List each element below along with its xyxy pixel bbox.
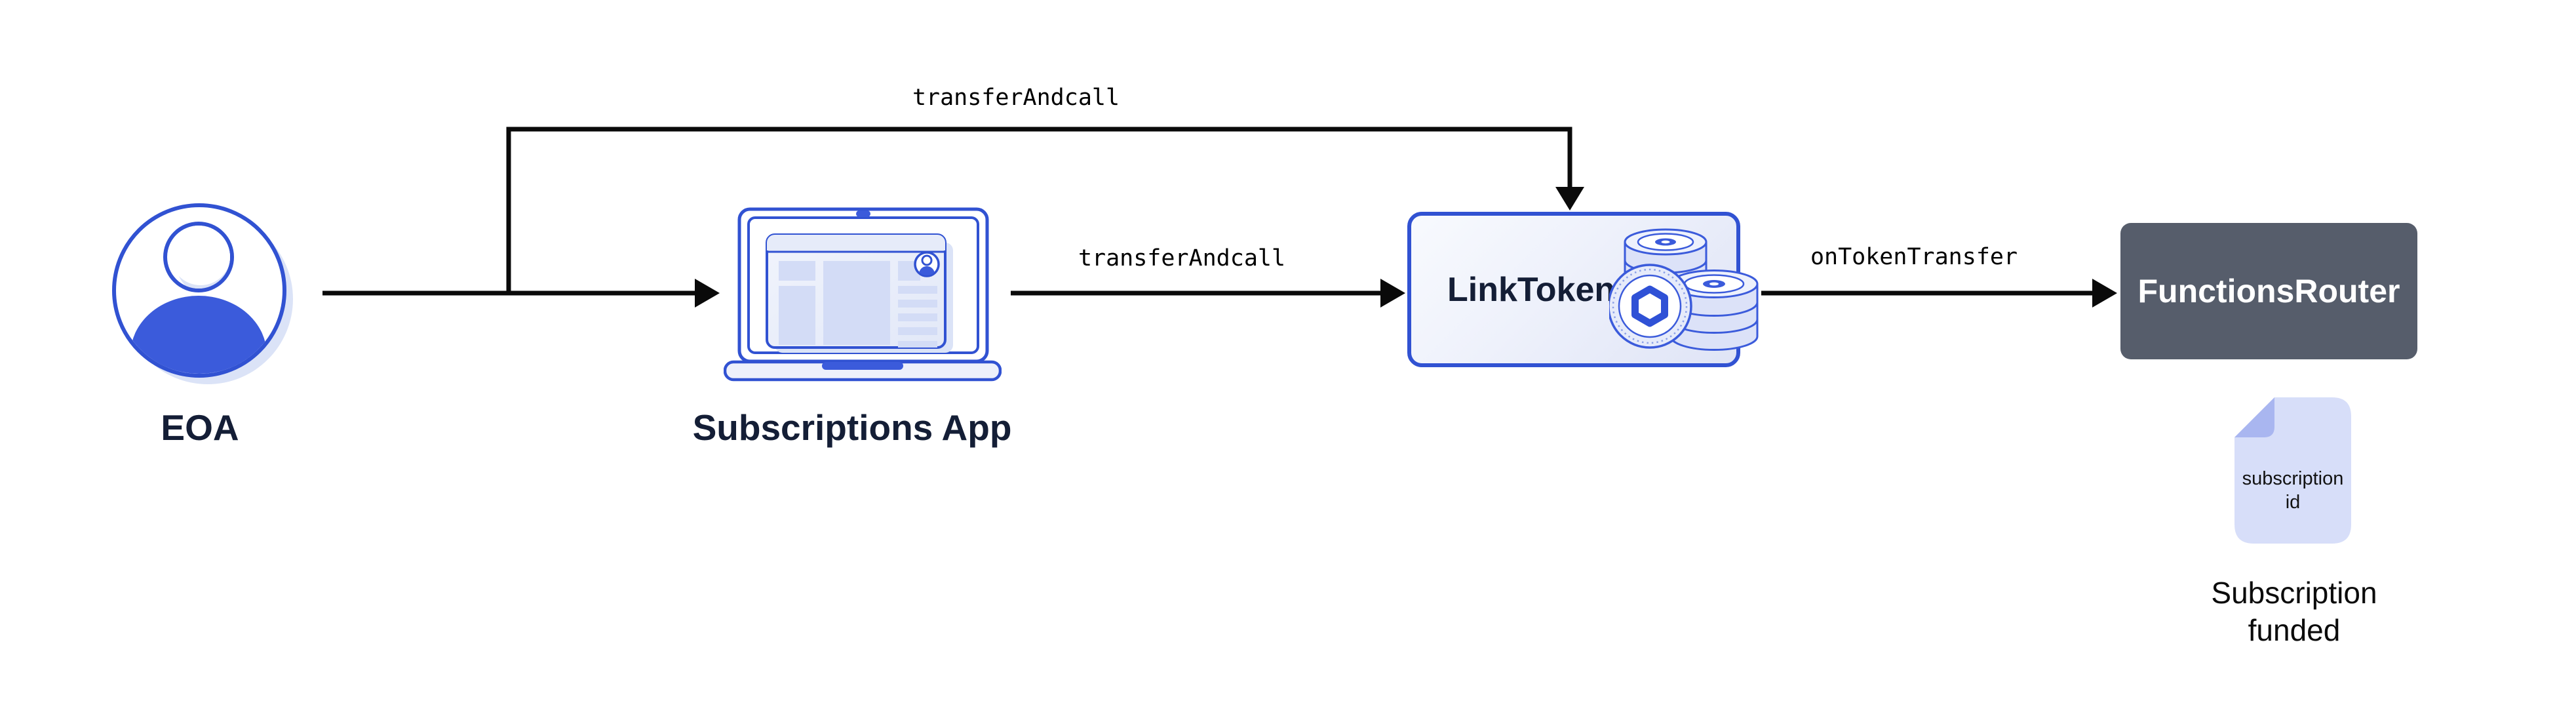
subscription-funded-caption: Subscription funded xyxy=(2176,574,2412,649)
edge-label-transferandcall-mid: transferAndcall xyxy=(1078,245,1286,271)
arrowhead-icon xyxy=(1380,279,1405,308)
linktoken-label: LinkToken xyxy=(1447,270,1616,309)
document-text-line1: subscription xyxy=(2242,468,2344,489)
caption-line1: Subscription xyxy=(2211,576,2377,610)
laptop-browser-icon xyxy=(724,207,1002,382)
edge-eoa-to-linktoken-line xyxy=(506,127,1572,293)
document-text-line2: id xyxy=(2285,492,2301,513)
subscriptions-app-label: Subscriptions App xyxy=(692,407,1012,448)
link-coins-icon xyxy=(1609,228,1759,351)
eoa-label: EOA xyxy=(161,407,239,448)
document-icon xyxy=(2234,397,2351,544)
arrowhead-icon xyxy=(1555,187,1584,210)
caption-line2: funded xyxy=(2248,613,2341,647)
document-text: subscription id xyxy=(2233,467,2353,514)
edge-label-ontokentransfer: onTokenTransfer xyxy=(1810,244,2018,270)
functionsrouter-label: FunctionsRouter xyxy=(2137,273,2400,309)
functionsrouter-node: FunctionsRouter xyxy=(2120,223,2417,359)
arrowhead-icon xyxy=(2092,279,2117,308)
user-avatar-icon xyxy=(112,203,293,384)
edge-label-transferandcall-top: transferAndcall xyxy=(912,85,1120,111)
arrowhead-icon xyxy=(695,279,720,308)
